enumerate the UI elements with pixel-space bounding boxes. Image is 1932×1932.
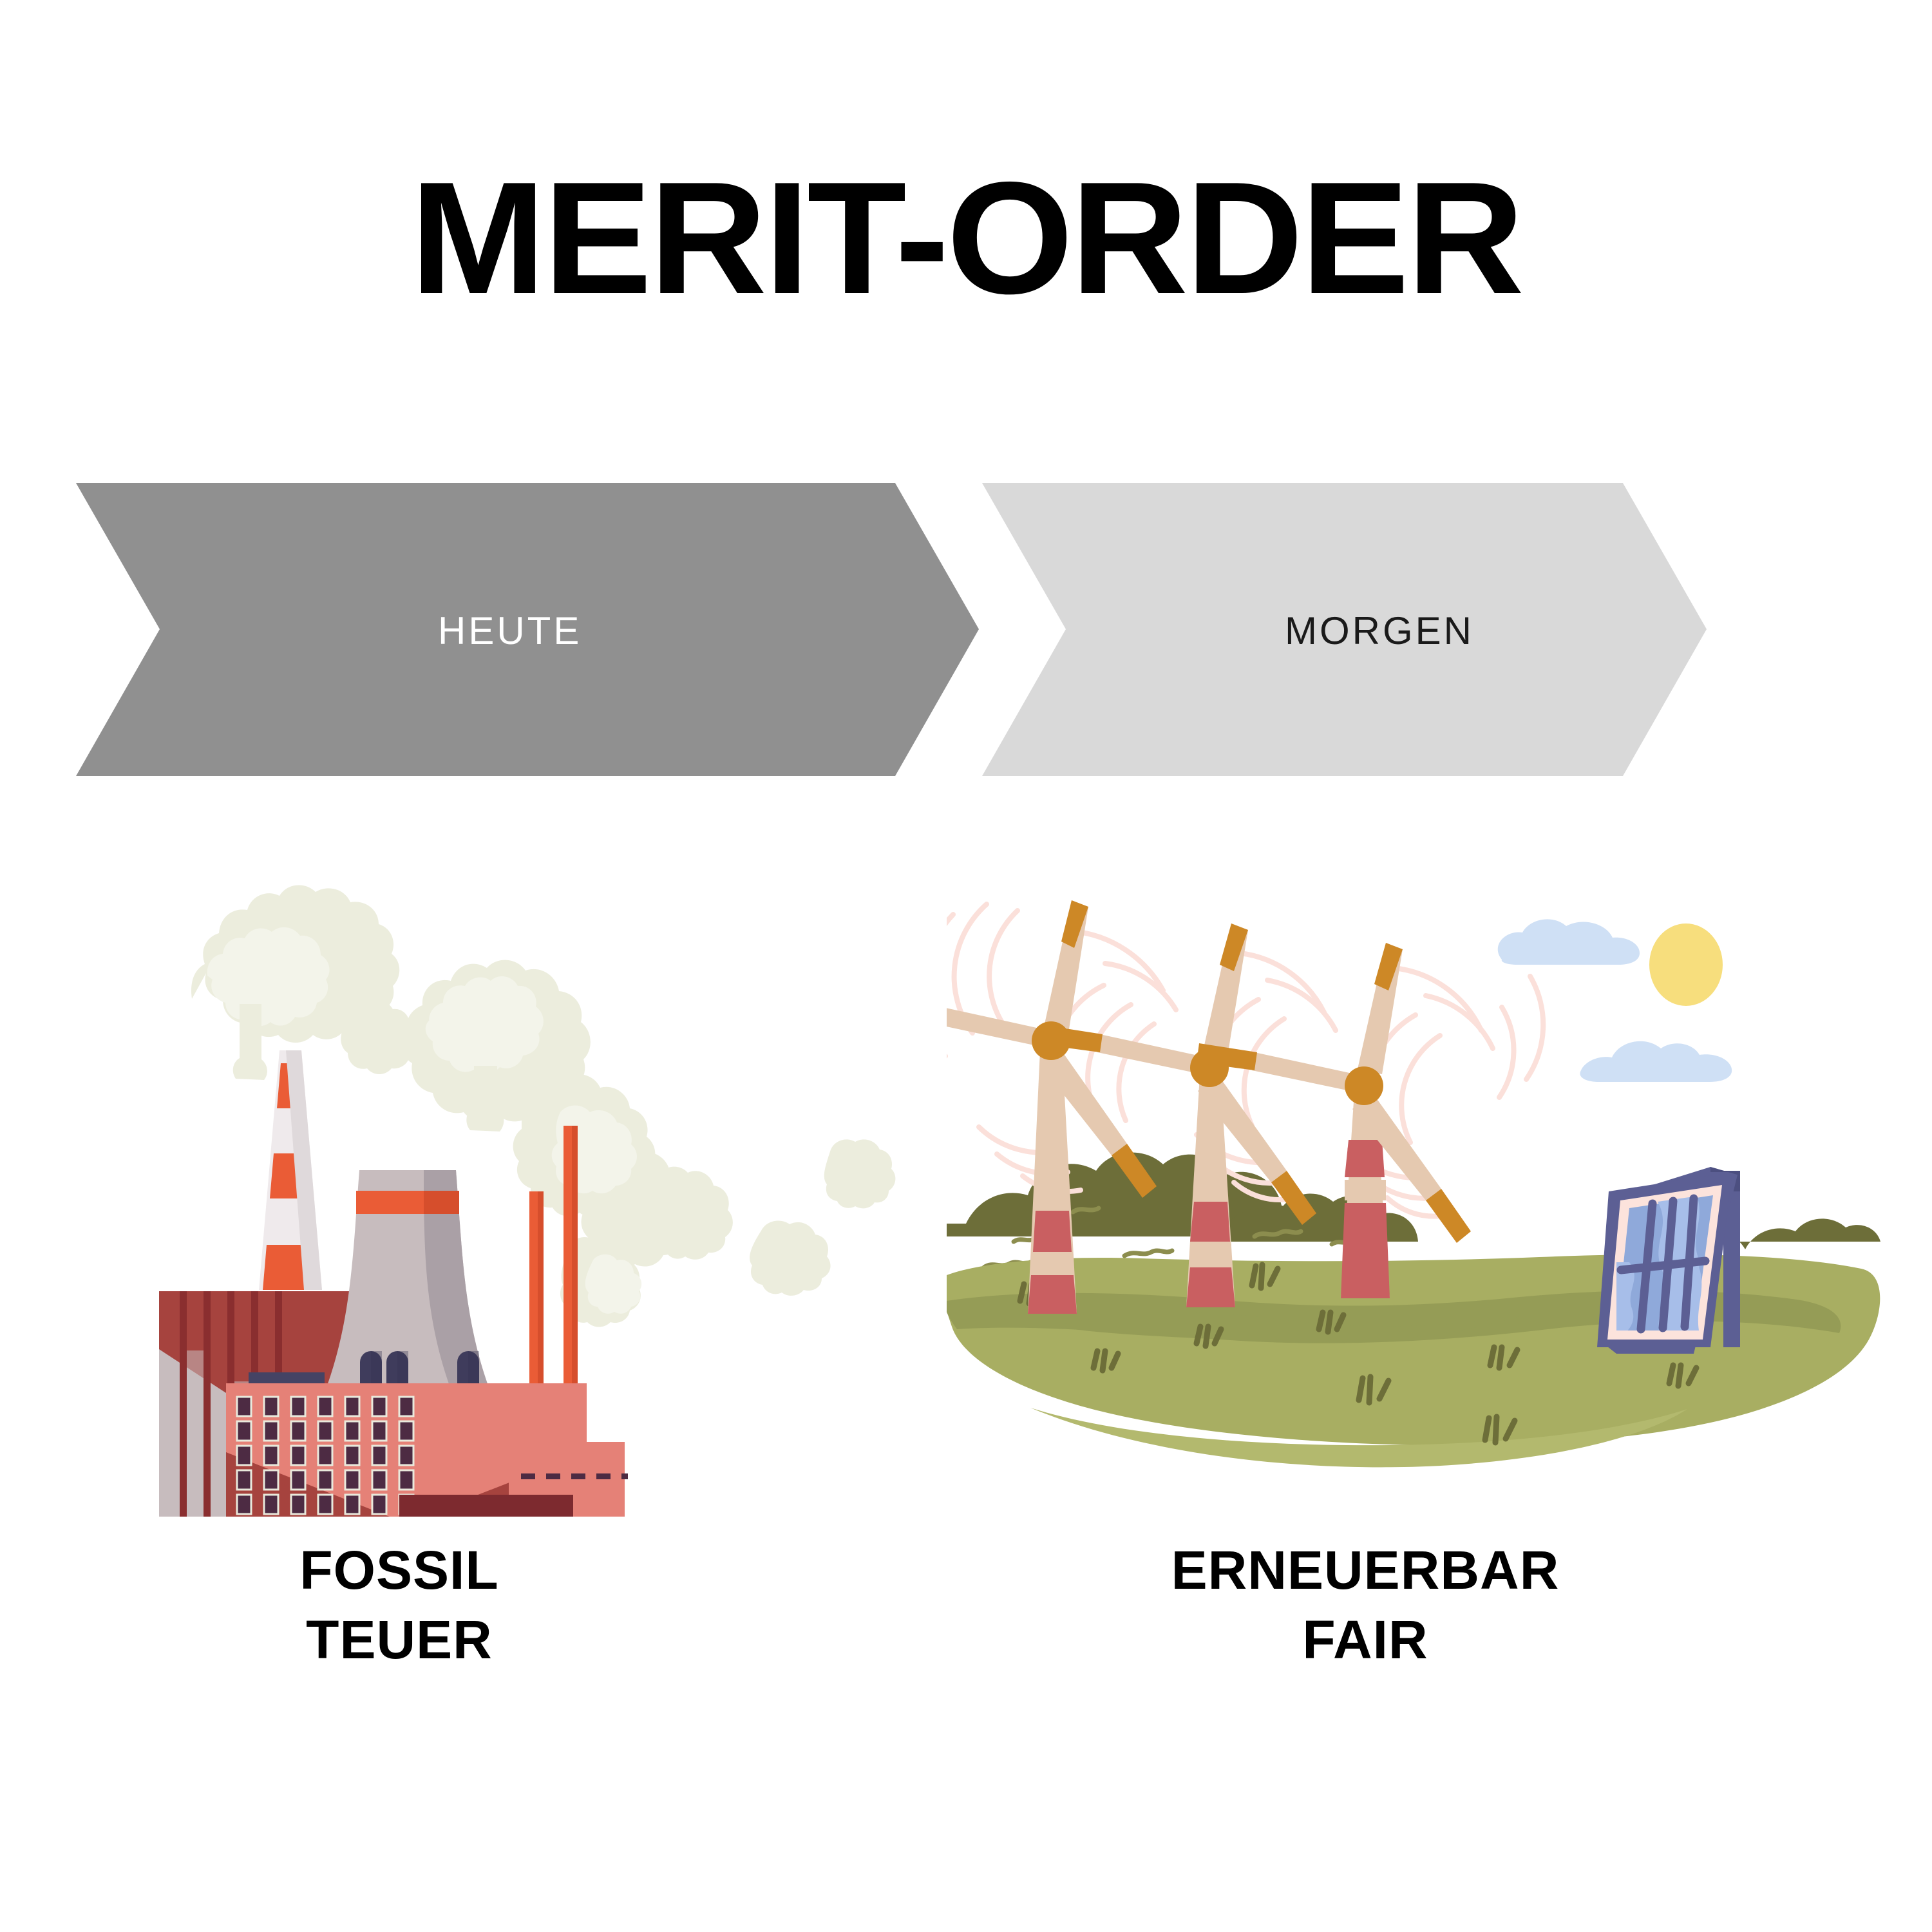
cloud-icon-lower: [1580, 1041, 1732, 1082]
wind-turbine-1: [947, 900, 1157, 1314]
cloud-icon-upper: [1497, 919, 1640, 965]
sun-icon: [1649, 923, 1723, 1006]
caption-fossil: FOSSIL TEUER: [129, 1536, 670, 1674]
caption-fossil-line2: TEUER: [306, 1609, 493, 1670]
office-windows-grid: [236, 1396, 415, 1515]
wind-turbine-2: [1042, 923, 1316, 1307]
smoke-plumes: [191, 885, 896, 1327]
timeline-chevrons: [76, 483, 1707, 776]
caption-renewable-line2: FAIR: [1302, 1609, 1428, 1670]
wind-turbine-3: [1197, 943, 1471, 1298]
timeline-label-morgen: MORGEN: [1285, 609, 1474, 652]
renewable-energy-icon: [947, 900, 1880, 1468]
chevron-shape-heute[interactable]: [76, 483, 979, 776]
coal-power-plant-icon: [159, 885, 896, 1517]
rotor-hub-3: [1345, 1066, 1383, 1105]
panel-mullions: [1616, 1194, 1710, 1334]
caption-renewable-line1: ERNEUERBAR: [1171, 1540, 1560, 1600]
sun-and-clouds: [1497, 919, 1732, 1082]
caption-fossil-line1: FOSSIL: [299, 1540, 499, 1600]
maroon-shed: [399, 1495, 573, 1517]
striped-chimney: [259, 1050, 322, 1290]
timeline-banner: [0, 480, 1932, 782]
solar-panel: [1597, 1167, 1740, 1354]
office-building: [226, 1383, 587, 1517]
caption-renewable: ERNEUERBAR FAIR: [1088, 1536, 1642, 1674]
chevron-shape-morgen[interactable]: [982, 483, 1707, 776]
roof-vent-caps: [360, 1351, 479, 1393]
page-title: MERIT-ORDER: [410, 148, 1524, 327]
timeline-label-heute: HEUTE: [438, 609, 582, 652]
small-smokestacks: [529, 1126, 578, 1446]
